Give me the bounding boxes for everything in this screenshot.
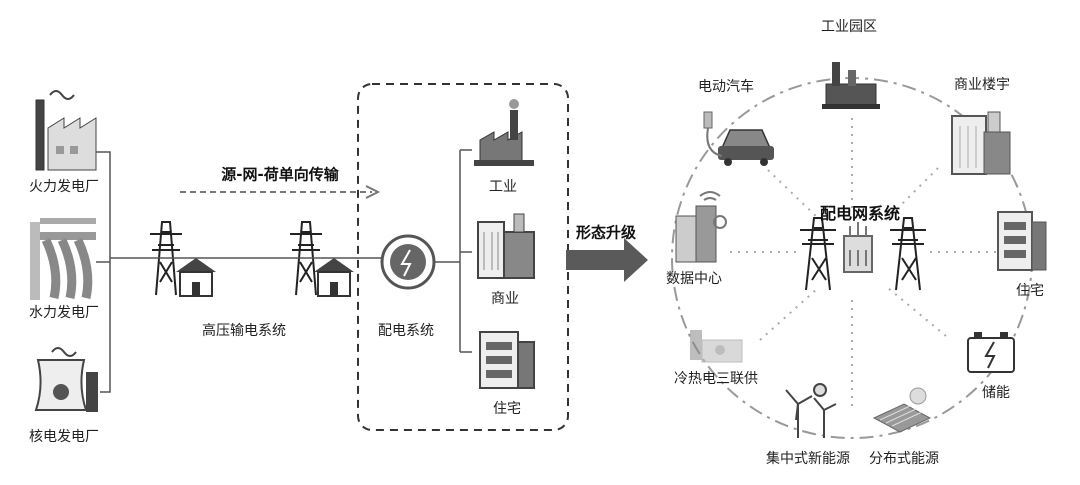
- flow-label: 源-网-荷单向传输: [221, 165, 339, 184]
- house-icon: [176, 258, 216, 297]
- cchp-plant-icon: [690, 330, 743, 363]
- distribution-bus-line: [434, 149, 472, 353]
- apartment-icon: [997, 211, 1047, 271]
- hydro-plant-label: 水力发电厂: [29, 305, 99, 321]
- thermal-plant-label: 火力发电厂: [29, 179, 99, 195]
- node-label-residential: 住宅: [1016, 283, 1044, 299]
- node-label-data-center: 数据中心: [666, 271, 722, 287]
- load-label-residential: 住宅: [493, 401, 521, 417]
- nuclear-plant-icon: [34, 347, 98, 412]
- network-center-label: 配电网系统: [819, 204, 901, 223]
- high-voltage-label: 高压输电系统: [202, 323, 286, 339]
- distribution-boundary: [357, 83, 569, 431]
- battery-icon: [967, 332, 1015, 373]
- data-center-icon: [675, 191, 727, 263]
- electric-car-icon: [703, 111, 774, 166]
- solar-panel-icon: [872, 387, 932, 433]
- substation-icon: [843, 222, 873, 273]
- transmission-tower-icon: [890, 217, 926, 291]
- office-building-icon: [951, 111, 1011, 175]
- upgrade-label: 形态升级: [575, 223, 637, 242]
- node-label-distributed-renewable: 分布式能源: [869, 451, 939, 467]
- apartment-icon: [479, 331, 535, 389]
- node-label-cchp: 冷热电三联供: [674, 371, 758, 387]
- node-label-storage: 储能: [982, 385, 1010, 401]
- node-label-ev: 电动汽车: [698, 79, 754, 95]
- network-spokes: [730, 118, 996, 410]
- node-label-industrial-park: 工业园区: [821, 19, 877, 35]
- transmission-tower-icon: [290, 221, 322, 296]
- dam-icon: [30, 218, 96, 300]
- node-label-commercial-building: 商业楼宇: [954, 77, 1010, 93]
- transformer-icon: [380, 234, 436, 290]
- factory-icon: [35, 90, 97, 171]
- plant-bus-line: [96, 151, 140, 393]
- flow-arrow: [180, 185, 381, 199]
- house-icon: [314, 258, 354, 297]
- wind-turbine-icon: [785, 383, 837, 438]
- upgrade-arrow: [566, 238, 648, 282]
- node-label-centralized-renewable: 集中式新能源: [766, 451, 850, 467]
- load-label-industrial: 工业: [489, 179, 517, 195]
- office-building-icon: [477, 213, 535, 279]
- nuclear-plant-label: 核电发电厂: [29, 429, 99, 445]
- distribution-label: 配电系统: [378, 323, 434, 339]
- transmission-tower-icon: [150, 221, 182, 296]
- transmission-tower-icon: [800, 217, 836, 291]
- factory-icon: [822, 62, 880, 109]
- factory-icon: [474, 99, 534, 166]
- load-label-commercial: 商业: [491, 291, 519, 307]
